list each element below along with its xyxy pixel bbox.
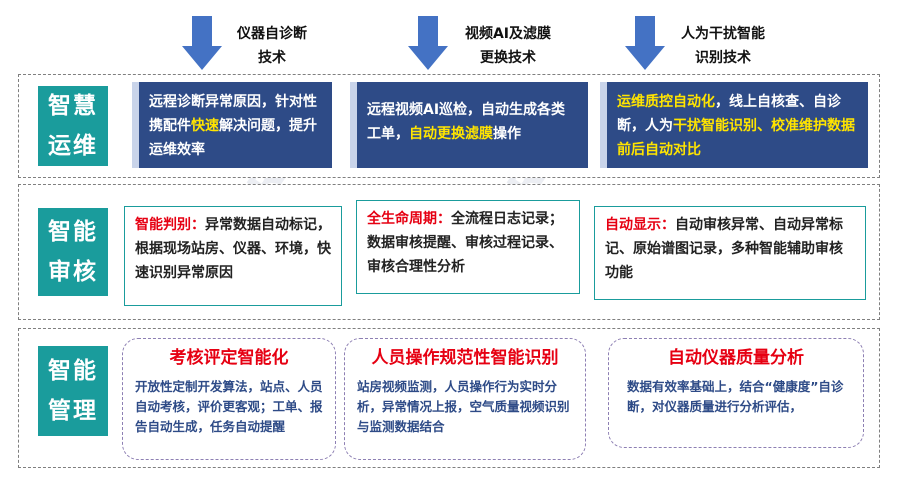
ops-label: 智慧 运维 [38, 86, 108, 166]
arrow-caption: 人为干扰智能 识别技术 [681, 26, 765, 66]
ops-box-text: 远程视频AI巡检，自动生成各类工单， [367, 102, 566, 142]
ops-box-text: 操作 [493, 126, 521, 142]
manage-box-text: 数据有效率基础上，结合“健康度”自诊断，对仪器质量进行分析评估， [627, 379, 844, 414]
ops-highlight: 运维质控自动化 [617, 94, 715, 110]
arrow-caption: 视频AI及滤膜 更换技术 [464, 26, 552, 66]
ops-highlight: 快速 [191, 118, 219, 134]
audit-box-display: 自动显示：自动审核异常、自动异常标记、原始谱图记录，多种智能辅助审核功能 [594, 206, 866, 300]
audit-box-text: 自动审核异常、自动异常标记、原始谱图记录，多种智能辅助审核功能 [605, 217, 843, 281]
audit-box-lifecycle: 全生命周期：全流程日志记录；数据审核提醒、审核过程记录、审核合理性分析 [356, 200, 580, 294]
ops-box-video: 远程视频AI巡检，自动生成各类工单，自动更换滤膜操作 [350, 82, 588, 168]
ops-highlight: 自动更换滤膜 [409, 126, 493, 142]
manage-box-title: 人员操作规范性智能识别 [371, 348, 559, 368]
down-arrow-icon [408, 16, 448, 70]
manage-box-title: 自动仪器质量分析 [668, 348, 804, 368]
manage-label: 智能 管理 [38, 346, 108, 436]
ops-highlight: 干扰智能识别、校准维护数据前后自动对比 [617, 118, 855, 158]
down-arrow-icon [625, 16, 665, 70]
ops-box-text: 远程诊断异常原因，针对性携配件 [149, 94, 317, 134]
arrow-caption: 仪器自诊断 技术 [237, 26, 307, 66]
manage-box-title: 考核评定智能化 [169, 348, 289, 368]
manage-box-assessment: 考核评定智能化 开放性定制开发算法，站点、人员自动考核，评价更客观；工单、报告自… [122, 338, 336, 460]
audit-box-text: 异常数据自动标记，根据现场站房、仪器、环境，快速识别异常原因 [135, 217, 331, 281]
ops-box-text: 解决问题，提升运维效率 [149, 118, 317, 158]
audit-box-title: 自动显示： [605, 217, 675, 233]
audit-box-judgement: 智能判别：异常数据自动标记，根据现场站房、仪器、环境，快速识别异常原因 [124, 206, 342, 306]
audit-box-text: 全流程日志记录；数据审核提醒、审核过程记录、审核合理性分析 [367, 211, 563, 275]
manage-box-quality: 自动仪器质量分析 数据有效率基础上，结合“健康度”自诊断，对仪器质量进行分析评估… [608, 338, 864, 448]
ops-box-diagnosis: 远程诊断异常原因，针对性携配件快速解决问题，提升运维效率 [132, 82, 332, 168]
ops-box-qc: 运维质控自动化，线上自核查、自诊断，人为干扰智能识别、校准维护数据前后自动对比 [600, 82, 868, 168]
manage-box-text: 开放性定制开发算法，站点、人员自动考核，评价更客观；工单、报告自动生成，任务自动… [135, 379, 323, 434]
audit-box-title: 智能判别： [135, 217, 205, 233]
manage-box-text: 站房视频监测，人员操作行为实时分析，异常情况上报，空气质量视频识别与监测数据结合 [357, 379, 570, 434]
ops-box-text: ，线上自核查、自诊断，人为 [617, 94, 841, 134]
manage-box-operation: 人员操作规范性智能识别 站房视频监测，人员操作行为实时分析，异常情况上报，空气质… [344, 338, 586, 460]
audit-box-title: 全生命周期： [367, 211, 451, 227]
down-arrow-icon [182, 16, 222, 70]
audit-label: 智能 审核 [38, 208, 108, 296]
